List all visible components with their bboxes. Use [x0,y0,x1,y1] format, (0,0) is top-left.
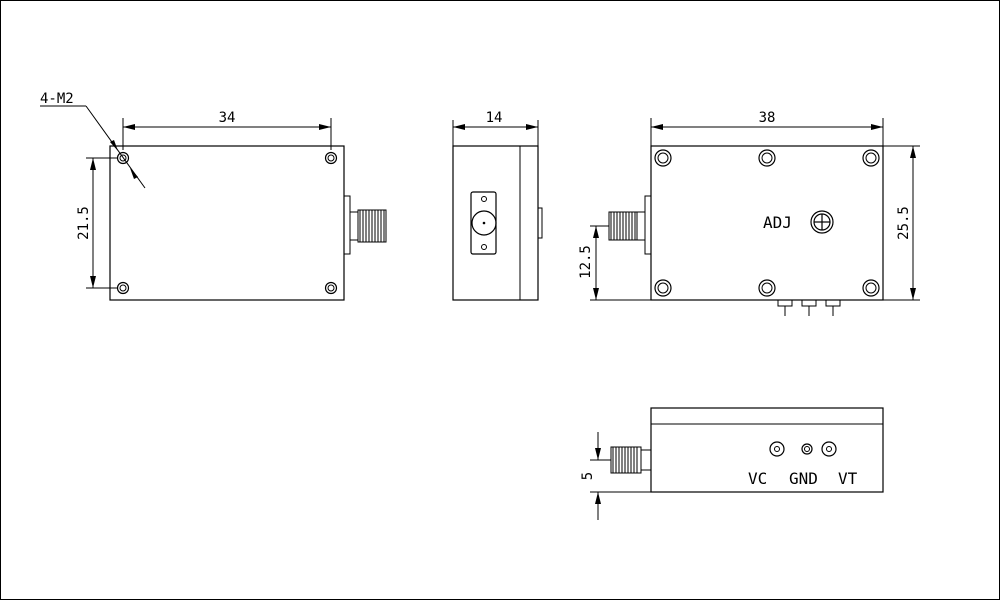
bottom-body [650,407,884,493]
rear-mounting-holes [654,149,880,297]
dimension-connector-height: 12.5 [578,225,651,301]
dimension-rear-width: 38 [650,110,884,146]
bottom-connector-label: 5 [580,472,596,480]
front-view: 34 21.5 4-M2 [40,91,387,301]
side-width-label: 14 [486,110,503,126]
bottom-sma-connector-icon [610,446,652,474]
rear-width-label: 38 [759,110,776,126]
rear-pins [777,299,841,316]
dimension-rear-height: 25.5 [883,145,920,301]
rear-height-label: 25.5 [896,206,912,240]
adjust-screw-icon [810,210,834,234]
side-connector-icon [470,191,497,255]
gnd-label: GND [789,469,818,488]
mounting-holes [116,151,338,295]
vc-label: VC [748,469,767,488]
dimension-front-width: 34 [122,110,332,150]
sma-connector-icon [343,195,387,255]
front-width-label: 34 [219,110,236,126]
connector-height-label: 12.5 [578,245,594,279]
dimension-front-height: 21.5 [76,157,118,289]
bottom-pins [769,441,837,457]
adj-label: ADJ [763,213,792,232]
front-body [109,145,345,301]
front-height-label: 21.5 [76,206,92,240]
hole-note-leader: 4-M2 [40,91,146,189]
rear-body [650,145,884,301]
dimension-bottom-connector: 5 [580,432,651,520]
side-view: 14 [452,110,543,301]
bottom-view: VC GND VT 5 [580,407,884,520]
rear-view: ADJ 38 [578,110,920,316]
vt-label: VT [838,469,858,488]
rear-sma-connector-icon [608,195,652,255]
dimension-side-width: 14 [452,110,539,146]
hole-note-label: 4-M2 [40,91,74,107]
